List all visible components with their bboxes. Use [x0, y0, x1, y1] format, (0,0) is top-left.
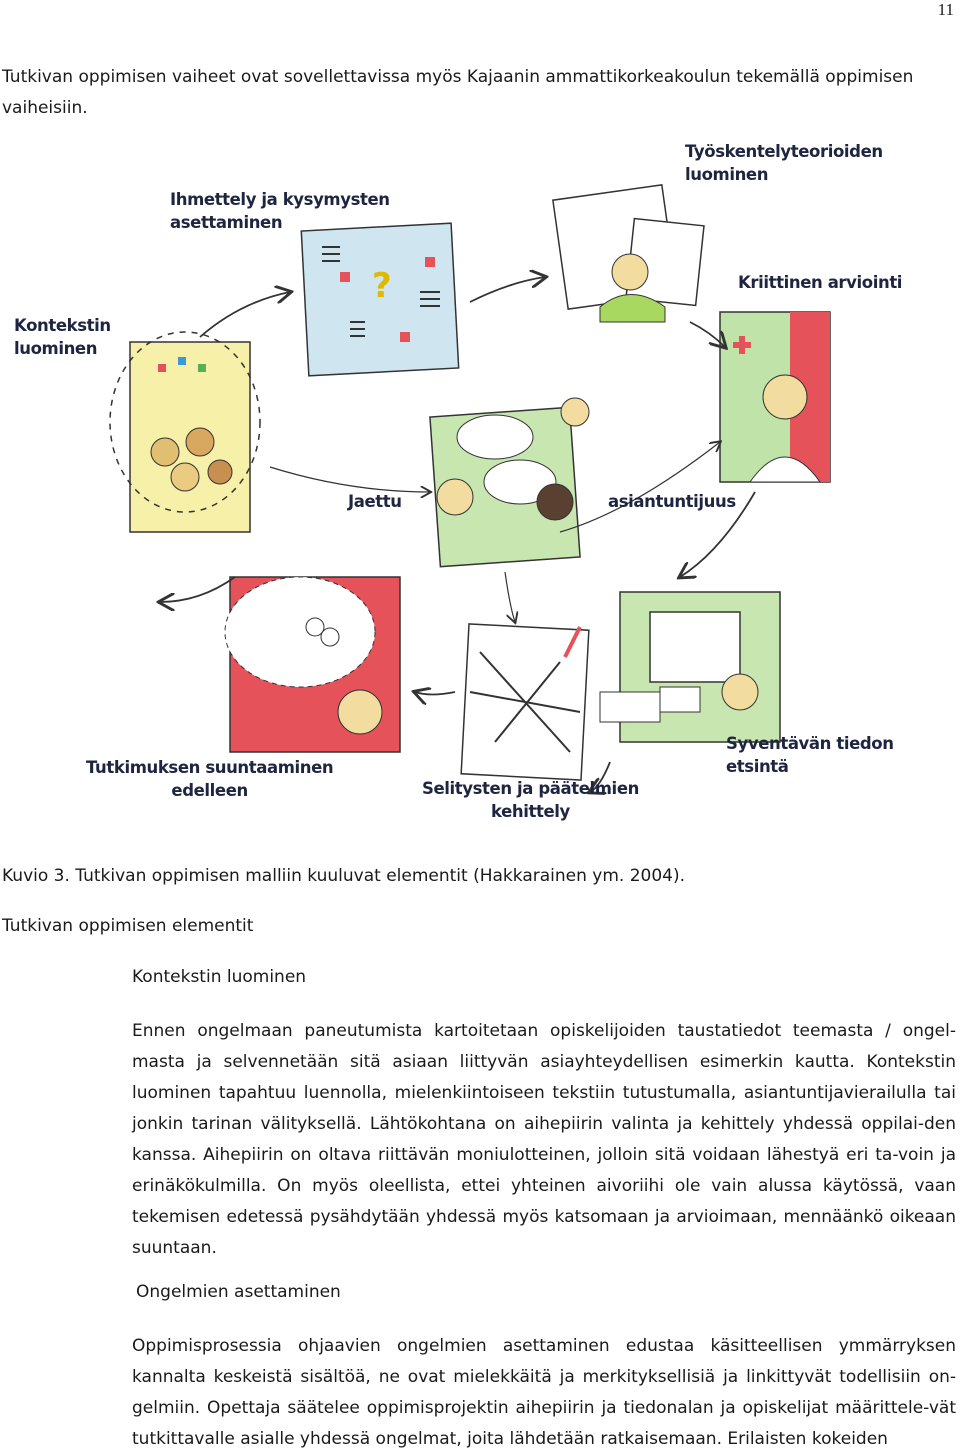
learning-cycle-figure: ? [0, 132, 960, 832]
explanation-panel [460, 623, 590, 781]
figure-illustration: ? [109, 184, 831, 832]
subsection-heading-problems: Ongelmien asettaminen [136, 1282, 341, 1302]
label-critical-evaluation: Kriittinen arviointi [738, 273, 903, 292]
context-panel [109, 331, 261, 533]
label-wondering: Ihmettely ja kysymysten asettaminen [170, 190, 390, 232]
figure-caption: Kuvio 3. Tutkivan oppimisen malliin kuul… [2, 866, 686, 886]
cycle-arrows [160, 277, 756, 792]
label-theory-building: Työskentelyteorioiden luominen [685, 142, 883, 184]
paragraph-context: Ennen ongelmaan paneutumista kartoitetaa… [132, 1021, 956, 1258]
deep-knowledge-panel [599, 591, 781, 743]
wondering-panel: ? [300, 222, 460, 377]
label-research-direction: Tutkimuksen suuntaaminen edelleen [86, 758, 334, 800]
svg-text:?: ? [372, 266, 392, 306]
page-number: 11 [937, 0, 954, 19]
label-explanations: Selitysten ja päätelmien kehittely [422, 779, 639, 821]
shared-expertise-panel [429, 397, 590, 568]
theory-panel [552, 184, 705, 323]
intro-paragraph: Tutkivan oppimisen vaiheet ovat sovellet… [2, 67, 914, 118]
direction-panel [224, 576, 401, 753]
section-title: Tutkivan oppimisen elementit [2, 916, 254, 936]
subsection-heading-context: Kontekstin luominen [132, 967, 307, 987]
label-context-creation: Kontekstin luominen [14, 316, 111, 358]
critical-panel [719, 311, 831, 483]
label-expertise: asiantuntijuus [608, 492, 736, 511]
paragraph-problems: Oppimisprosessia ohjaavien ongelmien ase… [132, 1336, 956, 1449]
label-deep-knowledge: Syventävän tiedon etsintä [726, 734, 894, 776]
label-shared: Jaettu [348, 492, 402, 511]
